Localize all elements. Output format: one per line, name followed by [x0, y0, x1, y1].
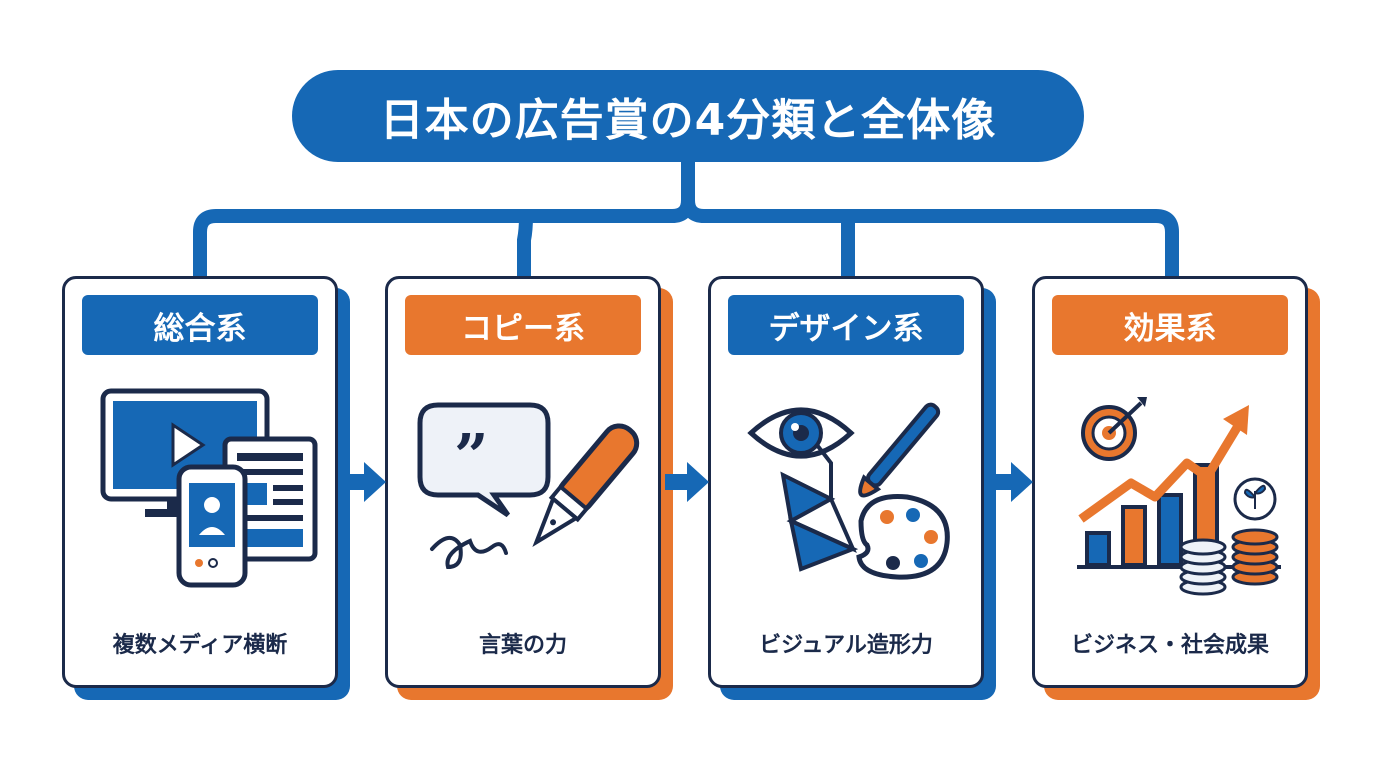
category-card-design: デザイン系 ビジュアル造形力	[708, 276, 984, 688]
eye-palette-icon	[747, 402, 950, 580]
category-header: 総合系	[82, 295, 318, 355]
connector-mid-left	[517, 215, 533, 282]
flow-arrow-1	[342, 462, 386, 502]
category-card-copy: コピー系 ” 言葉の力	[385, 276, 661, 688]
category-header: デザイン系	[728, 295, 964, 355]
multi-media-icon	[100, 388, 318, 588]
connector-right	[681, 199, 1179, 282]
category-caption: ビジネス・社会成果	[1070, 633, 1269, 658]
category-header: コピー系	[405, 295, 641, 355]
category-caption: ビジュアル造形力	[759, 633, 933, 658]
category-caption: 言葉の力	[478, 633, 567, 658]
category-caption: 複数メディア横断	[112, 633, 288, 658]
category-card-effect: 効果系	[1032, 276, 1308, 688]
flow-arrow-2	[665, 462, 709, 502]
svg-text:”: ”	[454, 422, 489, 492]
flow-arrow-3	[989, 462, 1033, 502]
category-card-general: 総合系 複数メディア横断	[62, 276, 338, 688]
category-header: 効果系	[1052, 295, 1288, 355]
page-title: 日本の広告賞の4分類と全体像	[292, 70, 1084, 162]
growth-chart-icon	[1077, 397, 1281, 596]
connector-trunk	[193, 160, 695, 282]
speech-bubble-pen-icon: ”	[417, 402, 640, 570]
